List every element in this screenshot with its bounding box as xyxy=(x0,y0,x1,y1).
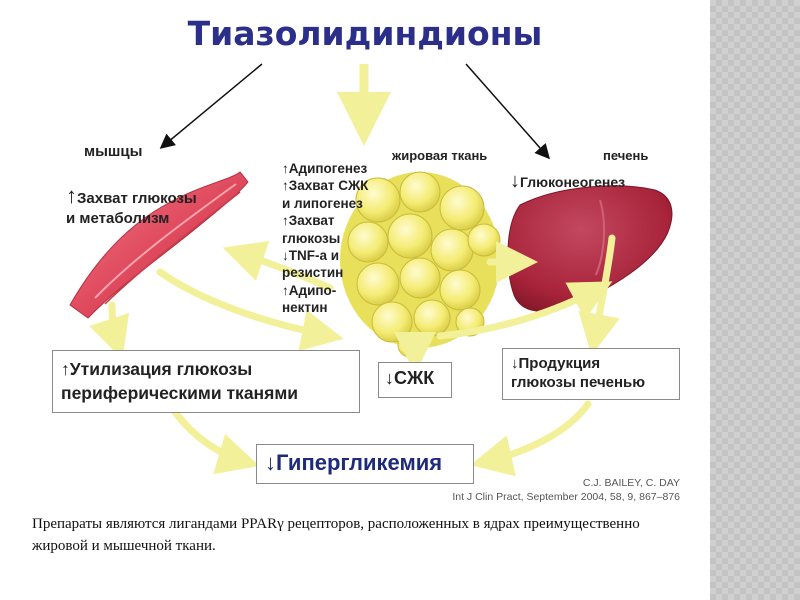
liver-production-line2: глюкозы печенью xyxy=(511,374,646,391)
muscle-effect-text: ↑Захват глюкозы и метаболизм xyxy=(66,183,246,229)
down-arrow-icon: ↓ xyxy=(510,170,520,192)
adipose-effect-item: ↑Захват xyxy=(282,213,335,229)
glucose-utilization-line1: ↑Утилизация глюкозы xyxy=(61,359,253,379)
muscle-effect-line1: Захват глюкозы xyxy=(77,190,197,207)
adipose-effect-item: глюкозы xyxy=(282,230,341,246)
decorative-side-strip xyxy=(710,0,800,600)
hyperglycemia-box: ↓Гипергликемия xyxy=(256,444,474,484)
muscle-image xyxy=(69,171,249,319)
slide: Тиазолидиндионы мышцы жировая ткань пече… xyxy=(32,14,680,554)
adipose-effect-item: ↓TNF-a и xyxy=(282,248,340,264)
liver-production-line1: ↓Продукция xyxy=(511,355,601,372)
muscle-label: мышцы xyxy=(84,143,143,160)
adipose-effect-item: ↑Адипогенез xyxy=(282,161,368,176)
citation-authors: C.J. BAILEY, C. DAY xyxy=(582,477,680,489)
adipose-tissue-image xyxy=(340,171,501,358)
glucose-utilization-line2: периферическими тканями xyxy=(61,383,299,403)
liver-label: печень xyxy=(603,148,649,163)
adipose-label: жировая ткань xyxy=(392,148,488,163)
glucose-utilization-box: ↑Утилизация глюкозы периферическими ткан… xyxy=(52,350,360,413)
adipose-effect-item: ↑Захват СЖК xyxy=(282,178,369,194)
ffa-box: ↓СЖК xyxy=(378,362,452,398)
arrow-title-to-muscle xyxy=(159,63,263,149)
diagram-graphics xyxy=(69,63,673,477)
adipose-effect-item: резистин xyxy=(282,265,344,281)
citation-source: Int J Clin Pract, September 2004, 58, 9,… xyxy=(452,491,680,503)
liver-glucose-production-box: ↓Продукция глюкозы печенью xyxy=(502,348,680,400)
liver-effect-text: ↓Глюконеогенез xyxy=(510,170,625,193)
up-arrow-icon: ↑ xyxy=(66,183,77,208)
adipose-effect-item: нектин xyxy=(282,300,328,316)
liver-image xyxy=(507,185,673,312)
adipose-effect-item: ↑Адипо- xyxy=(282,282,337,298)
citation: C.J. BAILEY, C. DAY Int J Clin Pract, Se… xyxy=(440,476,680,504)
yellow-flow-arrows xyxy=(89,234,620,477)
adipose-effects-list: ↑Адипогенез ↑Захват СЖК и липогенез ↑Зах… xyxy=(282,160,392,317)
adipose-effect-item: и липогенез xyxy=(282,195,363,211)
page-title: Тиазолидиндионы xyxy=(187,14,543,53)
muscle-effect-line2: и метаболизм xyxy=(66,210,170,227)
arrow-title-to-liver xyxy=(465,63,550,160)
liver-effect-label: Глюконеогенез xyxy=(520,174,626,190)
slide-caption: Препараты являются лигандами PPARγ рецеп… xyxy=(32,516,640,554)
